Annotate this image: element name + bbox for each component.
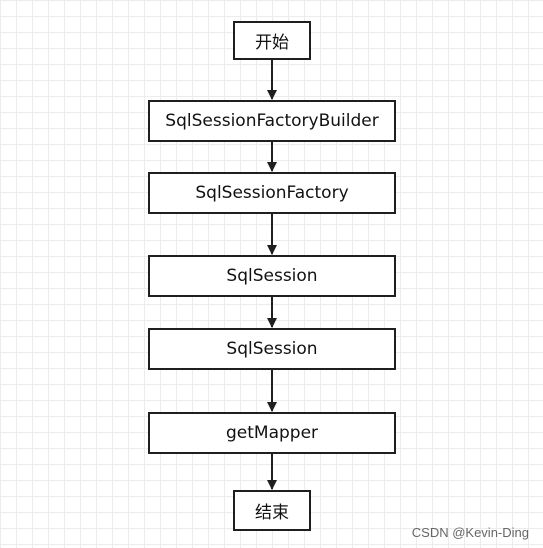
- sqlsessionfactory-node: SqlSessionFactory: [148, 172, 396, 214]
- start-node: 开始: [233, 21, 311, 60]
- sqlsessionfactorybuilder-node: SqlSessionFactoryBuilder: [148, 100, 396, 142]
- end-node: 结束: [233, 490, 311, 531]
- getmapper-node: getMapper: [148, 412, 396, 454]
- watermark: CSDN @Kevin-Ding: [411, 525, 529, 540]
- sqlsession-node-1: SqlSession: [148, 255, 396, 297]
- sqlsession-node-2: SqlSession: [148, 328, 396, 370]
